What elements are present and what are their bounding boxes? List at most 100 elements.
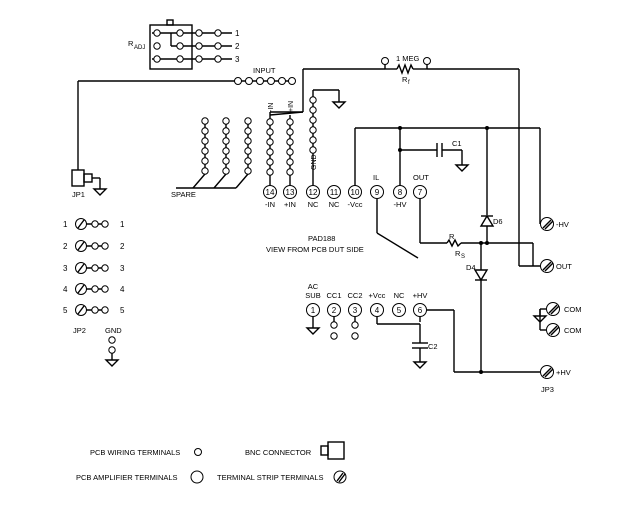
c1-label: C1 (452, 139, 462, 148)
spare-label: SPARE (171, 190, 196, 199)
jp2-row-2-left: 2 (63, 242, 68, 251)
jp1-label: JP1 (72, 190, 85, 199)
pin-14-label: -IN (265, 200, 275, 209)
legend-pcb-wiring-label: PCB WIRING TERMINALS (90, 448, 180, 457)
pin-10-label: -Vcc (348, 200, 363, 209)
pin-4 (370, 303, 384, 317)
pin-3 (348, 303, 362, 317)
pin-9 (370, 185, 384, 199)
d6-label: D6 (493, 217, 503, 226)
jp3-label: JP3 (541, 385, 554, 394)
in-plus-vertical-label: +IN (288, 101, 295, 112)
pin-8 (393, 185, 407, 199)
pin-8-number: 8 (398, 188, 403, 197)
pin-6 (413, 303, 427, 317)
legend-terminal-strip-label: TERMINAL STRIP TERMINALS (217, 473, 324, 482)
pin-10 (348, 185, 362, 199)
out-terminal-label: OUT (556, 262, 572, 271)
input-chain: INPUT JP1 (71, 66, 296, 199)
com-terminal-2-label: COM (564, 326, 582, 335)
legend-pcb-amp-label: PCB AMPLIFIER TERMINALS (76, 473, 178, 482)
jp2-row-5-right: 5 (120, 306, 125, 315)
pin-14 (263, 185, 277, 199)
radj-pin-1: 1 (235, 29, 240, 38)
pin-13 (283, 185, 297, 199)
radj-pin-2: 2 (235, 42, 240, 51)
pin-2-number: 2 (332, 306, 337, 315)
pin-10-number: 10 (351, 188, 360, 197)
feedback-resistor: 1 MEG R f (302, 54, 520, 266)
jp2-row-3-right: 3 (120, 264, 125, 273)
rs-label: R (449, 232, 455, 241)
pin-3-number: 3 (353, 306, 358, 315)
jp2-row-2-right: 2 (120, 242, 125, 251)
jp2-label: JP2 (73, 326, 86, 335)
com-terminal-1-label: COM (564, 305, 582, 314)
terminal-strip: -HV OUT COM COM +HV JP3 (532, 217, 582, 394)
radj-block: R ADJ 1 2 3 (128, 19, 240, 70)
phv-label: +HV (413, 291, 428, 300)
cc2-label: CC2 (347, 291, 362, 300)
il-label: IL (373, 173, 379, 182)
jp2-row-5-left: 5 (63, 306, 68, 315)
input-pin-columns: -IN +IN GND (266, 89, 347, 185)
pin-13-number: 13 (286, 188, 295, 197)
jp2-gnd-label: GND (105, 326, 122, 335)
ac-label: AC (308, 282, 319, 291)
c1-network: C1 (354, 126, 541, 224)
in-minus-vertical-label: -IN (268, 103, 275, 112)
spare-columns: SPARE (171, 117, 252, 199)
pad-label: PAD188 (308, 234, 335, 243)
output-network: R R S D6 D4 (376, 128, 540, 374)
plus-hv-terminal-label: +HV (556, 368, 571, 377)
pin-8-label: -HV (394, 200, 407, 209)
upper-pin-row: 14 13 12 11 10 9 8 7 -IN +IN NC NC -Vcc … (263, 173, 429, 209)
pin-1 (306, 303, 320, 317)
pin-5 (392, 303, 406, 317)
jp2-row-1-left: 1 (63, 220, 68, 229)
rf-label: R (402, 75, 408, 84)
radj-pin-3: 3 (235, 55, 240, 64)
pin-11-label: NC (329, 200, 340, 209)
pin-14-number: 14 (266, 188, 275, 197)
pin-12-label: NC (308, 200, 319, 209)
legend-bnc-label: BNC CONNECTOR (245, 448, 312, 457)
pin-2 (327, 303, 341, 317)
pin-6-number: 6 (418, 306, 423, 315)
jp2-row-1-right: 1 (120, 220, 125, 229)
radj-label: R (128, 39, 134, 48)
c2-label: C2 (428, 342, 438, 351)
pin-7-number: 7 (418, 188, 423, 197)
jp2-row-4-left: 4 (63, 285, 68, 294)
pin-12 (306, 185, 320, 199)
rs-subscript: S (461, 254, 465, 260)
jp2-block: 1 2 3 4 5 1 2 3 4 5 JP2 GND (63, 218, 125, 367)
pin-13-label: +IN (284, 200, 296, 209)
pvcc-label: +Vcc (369, 291, 386, 300)
pin-5-number: 5 (397, 306, 402, 315)
rs-label-bottom: R (455, 249, 461, 258)
out-pin-label: OUT (413, 173, 429, 182)
minus-hv-terminal-label: -HV (556, 220, 569, 229)
cc1-label: CC1 (326, 291, 341, 300)
gnd-vertical-label: GND (311, 154, 318, 170)
pin-4-number: 4 (375, 306, 380, 315)
pin-11-number: 11 (330, 188, 339, 197)
lower-pin-row: AC SUB CC1 CC2 +Vcc NC +HV 1 2 3 4 5 6 C… (305, 282, 481, 373)
pin-12-number: 12 (309, 188, 318, 197)
rf-value-label: 1 MEG (396, 54, 420, 63)
radj-subscript: ADJ (134, 45, 145, 51)
pin-7 (413, 185, 427, 199)
sub-label: SUB (305, 291, 320, 300)
view-label: VIEW FROM PCB DUT SIDE (266, 245, 364, 254)
rf-subscript: f (408, 80, 410, 86)
jp2-row-4-right: 4 (120, 285, 125, 294)
pin-9-number: 9 (375, 188, 380, 197)
jp2-row-3-left: 3 (63, 264, 68, 273)
legend: PCB WIRING TERMINALS BNC CONNECTOR PCB A… (76, 441, 347, 484)
pin-11 (327, 185, 341, 199)
input-label: INPUT (253, 66, 276, 75)
pin-1-number: 1 (311, 306, 316, 315)
d4-label: D4 (466, 263, 476, 272)
